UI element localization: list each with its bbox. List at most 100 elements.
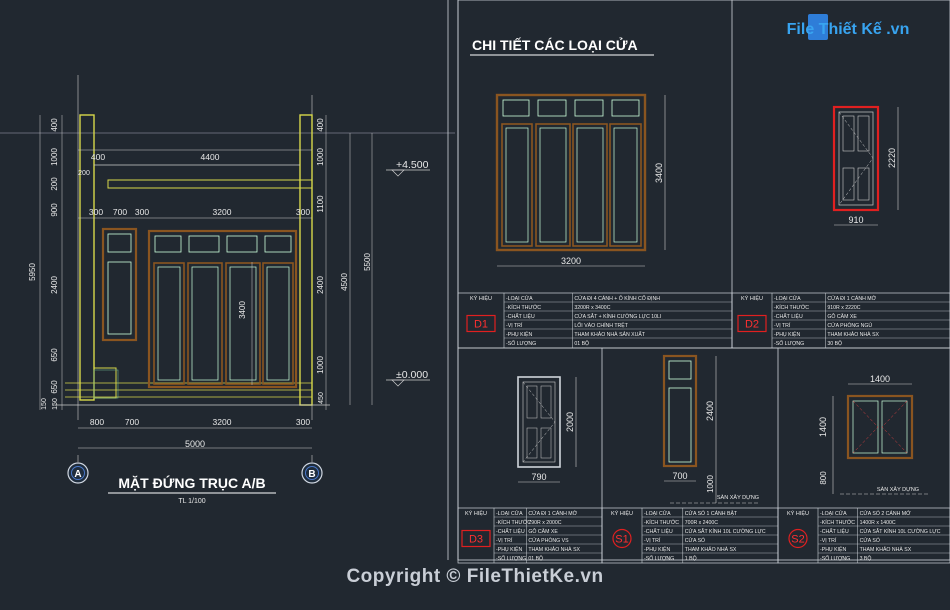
dim-right-total-1: 5500 [363,253,372,271]
spec-row-label: -VỊ TRÍ [820,537,837,544]
spec-row-label: -KÍCH THƯỚC [496,519,531,526]
spec-row-label: -VỊ TRÍ [644,537,661,544]
spec-row-label: -PHỤ KIỆN [820,545,846,553]
dim-left-4: 900 [50,203,59,217]
dim-left-10: 150 [41,398,48,410]
s1-height: 2400 [705,401,715,421]
spec-row-label: -VỊ TRÍ [506,322,523,329]
spec-row-label: -PHỤ KIỆN [506,330,532,338]
spec-row-label: -CHẤT LIỆU [820,527,849,535]
d1-width: 3200 [561,256,581,266]
dim-mid-1: 300 [89,207,103,217]
spec-row-value: 3200R x 3400C [574,305,610,311]
spec-row-value: 1400R x 1400C [860,520,896,526]
spec-row-value: 3 BỘ [860,555,872,562]
window-s2-drawing: 1400 1400 800 SÀN XÂY DỰNG [818,374,930,495]
spec-code-box [466,314,496,333]
dim-right-total-2: 4500 [340,273,349,291]
spec-row-label: -CHẤT LIỆU [644,527,673,535]
dim-left-9: 150 [52,398,59,410]
dim-total: 5000 [185,439,205,449]
level-marker-top: +4.500 [386,159,430,177]
spec-header: KÝ HIỆU [470,294,492,302]
spec-row-value: 910R x 2220C [827,305,860,311]
spec-row-label: -CHẤT LIỆU [496,527,525,535]
spec-row-value: CỬA SỔ [685,537,705,544]
spec-row-label: -LOẠI CỬA [774,295,801,302]
dim-right-5: 1000 [316,356,325,374]
d1-height: 3400 [654,163,664,183]
dim-right-4: 2400 [316,276,325,294]
dim-right-3: 1100 [316,195,325,213]
spec-row-label: -SỐ LƯỢNG [820,555,850,562]
spec-row-label: -SỐ LƯỢNG [644,555,674,562]
s2-floor-label: SÀN XÂY DỰNG [877,486,919,493]
spec-row-value: CỬA ĐI 1 CÁNH MỞ [827,295,876,302]
dim-mid-5: 300 [296,207,310,217]
dim-left-1: 400 [50,118,59,132]
dim-bot-4: 300 [296,417,310,427]
axis-b-label: B [308,469,315,480]
dim-mid-3: 300 [135,207,149,217]
spec-row-value: CỬA SẮT + KÍNH CƯỜNG LỰC 10LI [574,312,661,320]
dim-door-height: 3400 [238,301,247,319]
spec-row-value: 1 BỘ [685,555,697,562]
s2-sill: 800 [819,471,828,485]
dim-mid-4: 3200 [213,207,232,217]
dim-left-3: 200 [50,177,59,191]
spec-row-label: -VỊ TRÍ [774,322,791,329]
spec-code: D3 [469,534,483,546]
spec-row-label: -SỐ LƯỢNG [496,555,526,562]
spec-row-label: -SỐ LƯỢNG [506,340,536,347]
window-s1-drawing: 700 2400 1000 SÀN XÂY DỰNG [662,354,760,504]
door-details-sheet: File Thiết Kế .vn CHI TIẾT CÁC LOẠI CỬA … [447,0,950,564]
spec-header: KÝ HIỆU [787,509,809,517]
spec-header: KÝ HIỆU [465,509,487,517]
spec-row-label: -PHỤ KIỆN [496,545,522,553]
dim-right-1: 400 [316,118,325,132]
dim-left-5: 5950 [28,263,37,281]
dim-left-2: 1000 [50,148,59,166]
s1-sill: 1000 [706,475,715,493]
elevation-scale: TL 1/100 [178,498,205,505]
spec-row-value: CỬA PHÒNG VS [528,537,569,544]
dim-bot-3: 3200 [213,417,232,427]
spec-code: S1 [615,534,628,546]
dim-left-7: 650 [50,348,59,362]
spec-code: D1 [474,319,488,331]
spec-row-label: -KÍCH THƯỚC [774,304,809,311]
spec-row-label: -LOẠI CỬA [820,510,847,517]
spec-row-value: 700R x 2400C [685,520,718,526]
spec-code-box [737,314,767,333]
elevation-drawing: 400 4400 200 300 700 300 3200 300 3400 8… [0,75,455,505]
axis-a-label: A [74,469,81,480]
spec-row-value: 790R x 2000C [528,520,561,526]
spec-row-label: -KÍCH THƯỚC [506,304,541,311]
spec-row-value: CỬA SỔ [860,537,880,544]
spec-row-value: THAM KHẢO NHÀ SX [685,546,737,553]
dim-bot-1: 800 [90,417,104,427]
spec-table-d3: KÝ HIỆU D3 -LOẠI CỬA CỬA ĐI 1 CÁNH MỞ -KÍCH … [457,507,603,564]
dim-mid-2: 700 [113,207,127,217]
spec-row-value: THAM KHẢO NHÀ SX [860,546,912,553]
d2-width: 910 [848,215,863,225]
d3-width: 790 [531,472,546,482]
spec-code-box [461,529,491,548]
details-title: CHI TIẾT CÁC LOẠI CỬA [472,36,638,53]
spec-row-label: -KÍCH THƯỚC [644,519,679,526]
door-d3-drawing: 790 2000 [517,376,577,483]
spec-row-label: -LOẠI CỬA [496,510,523,517]
spec-row-value: CỬA ĐI 1 CÁNH MỞ [528,510,577,517]
spec-row-value: CỬA SẮT KÍNH 10L CƯỜNG LỰC [860,527,941,535]
spec-row-label: -CHẤT LIỆU [774,312,803,320]
level-bottom-label: ±0.000 [396,369,428,381]
copyright-text: Copyright © FileThietKe.vn [346,566,604,587]
dim-bot-2: 700 [125,417,139,427]
dim-top-2: 4400 [201,152,220,162]
spec-row-label: -VỊ TRÍ [496,537,513,544]
d2-height: 2220 [887,148,897,168]
spec-header: KÝ HIỆU [611,509,633,517]
